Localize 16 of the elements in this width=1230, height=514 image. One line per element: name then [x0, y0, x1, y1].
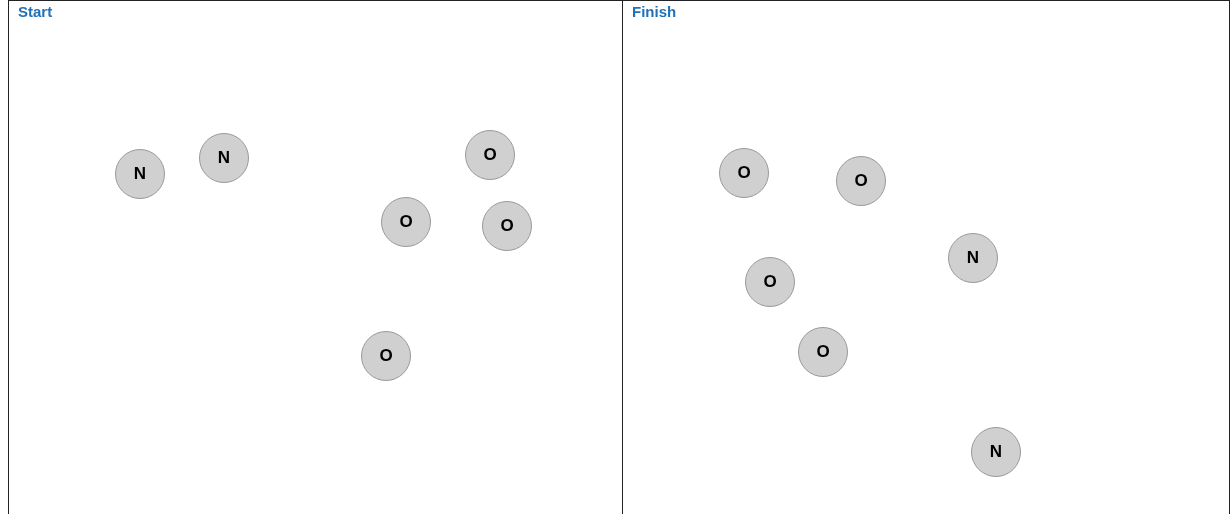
atom-circle: O: [361, 331, 411, 381]
atom-circle: N: [115, 149, 165, 199]
atom-circle: O: [798, 327, 848, 377]
atom-circle: O: [745, 257, 795, 307]
atom-circle: N: [971, 427, 1021, 477]
atom-circle: O: [719, 148, 769, 198]
atom-circle: O: [482, 201, 532, 251]
atom-circle: O: [836, 156, 886, 206]
panel-title: Start: [18, 3, 53, 20]
atom-circle: N: [199, 133, 249, 183]
panel-title: Finish: [632, 3, 677, 20]
panel: [8, 0, 623, 514]
atom-circle: O: [381, 197, 431, 247]
panel: [622, 0, 1230, 514]
atom-circle: N: [948, 233, 998, 283]
atom-circle: O: [465, 130, 515, 180]
